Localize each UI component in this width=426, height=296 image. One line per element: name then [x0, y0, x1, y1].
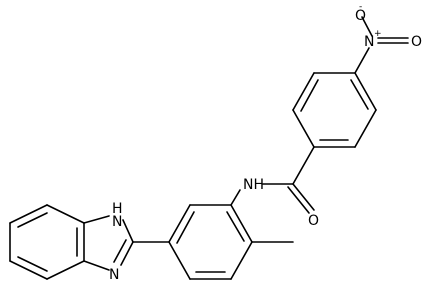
nitro-group: [354, 16, 409, 74]
nitro-oxygen-bottom-label: O: [411, 34, 422, 50]
tolyl-ring: [168, 204, 294, 280]
nitro-oxygen-top-label: O: [355, 8, 366, 24]
amide-nh-label: NH: [243, 177, 264, 193]
nitro-nitrogen-label: N: [364, 34, 374, 50]
imidazole-h-label: H: [112, 201, 123, 217]
nitro-oxygen-charge: -: [359, 2, 362, 12]
imidazole-ring: [83, 215, 134, 271]
nitrophenyl-ring: [292, 72, 377, 148]
benzo-ring: [9, 204, 85, 280]
atom-labels: O - N + O NH O H N N: [109, 2, 422, 283]
amide-group: [230, 146, 315, 214]
nitro-nitrogen-charge: +: [374, 29, 382, 39]
imidazole-n-label: N: [109, 267, 119, 283]
carbonyl-oxygen-label: O: [308, 213, 319, 229]
imidazole-nh-nitrogen-label: N: [112, 214, 122, 230]
